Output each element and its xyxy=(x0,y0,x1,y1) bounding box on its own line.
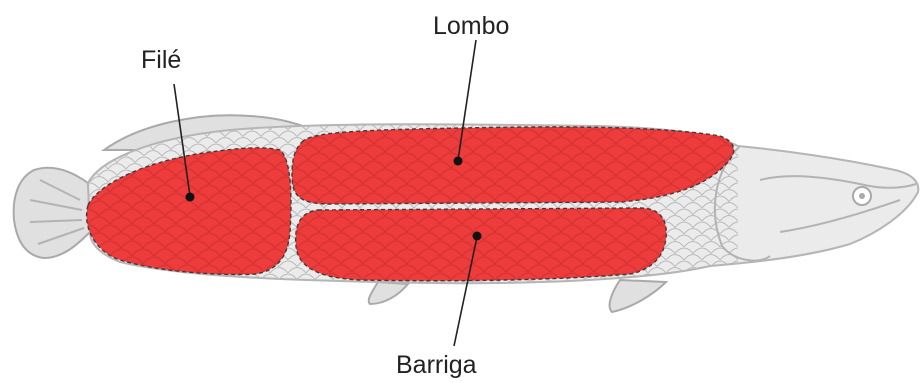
lombo-point-dot xyxy=(454,157,463,166)
lombo-region-scales xyxy=(292,127,734,204)
label-barriga: Barriga xyxy=(396,351,477,379)
tail-fin xyxy=(14,168,90,258)
file-point-dot xyxy=(186,193,195,202)
label-lombo: Lombo xyxy=(433,12,509,40)
barriga-region-scales xyxy=(296,208,667,281)
pelvic-fin xyxy=(369,282,408,304)
label-file: Filé xyxy=(141,46,181,74)
anal-fin xyxy=(610,280,666,312)
barriga-point-dot xyxy=(473,232,482,241)
eye-pupil xyxy=(859,193,865,199)
